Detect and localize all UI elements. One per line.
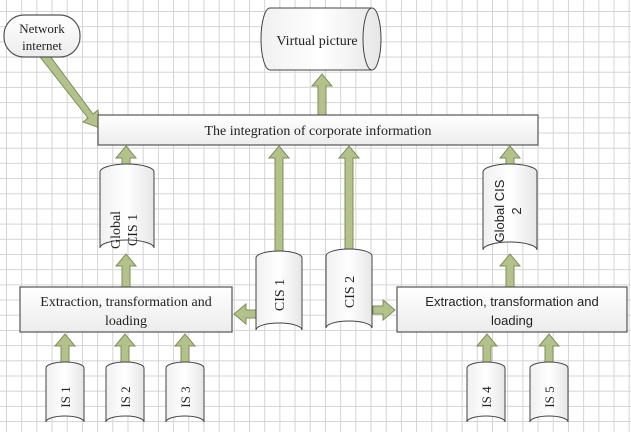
node-etl-right[interactable]: Extraction, transformation and loading	[396, 286, 628, 333]
etl-right-label-line1: Extraction, transformation and	[425, 294, 598, 309]
virtual-picture-label: Virtual picture	[276, 34, 357, 49]
etl-left-label-line1: Extraction, transformation and	[40, 295, 211, 310]
arrow-integration-to-virtual-picture	[310, 73, 334, 116]
arrow-cis1-to-etl-left	[233, 302, 257, 326]
arrow-is4-to-etl-right	[475, 333, 499, 365]
integration-label: The integration of corporate information	[204, 124, 431, 139]
node-is-3[interactable]: IS 3	[165, 361, 205, 423]
arrow-cis2-to-etl-right	[372, 298, 396, 322]
node-etl-left[interactable]: Extraction, transformation and loading	[19, 286, 233, 333]
is-4-label: IS 4	[479, 386, 494, 408]
arrow-cis1-to-integration	[267, 145, 291, 254]
arrow-etl-left-to-global-cis1	[114, 253, 138, 288]
cis-1-label: CIS 1	[273, 279, 288, 311]
node-is-4[interactable]: IS 4	[466, 361, 506, 423]
arrow-is2-to-etl-left	[113, 333, 137, 365]
node-global-cis-2[interactable]: Global CIS 2	[482, 163, 538, 251]
global-cis-1-label-line2: CIS 1	[126, 214, 141, 246]
network-label-line2: internet	[22, 38, 62, 53]
arrow-etl-right-to-global-cis2	[498, 253, 522, 288]
cis-2-label: CIS 2	[343, 276, 358, 308]
etl-right-label-line2: loading	[491, 313, 533, 328]
global-cis-2-label-line2: 2	[509, 207, 524, 214]
arrow-cis2-to-integration	[337, 145, 361, 251]
node-virtual-picture[interactable]: Virtual picture	[260, 7, 382, 71]
arrow-is1-to-etl-left	[53, 333, 77, 365]
node-cis-1[interactable]: CIS 1	[255, 250, 303, 331]
etl-left-label-line2: loading	[105, 314, 147, 329]
node-is-2[interactable]: IS 2	[105, 361, 145, 423]
arrow-is3-to-etl-left	[173, 333, 197, 365]
is-5-label: IS 5	[542, 386, 557, 407]
global-cis-1-label-line1: Global	[109, 211, 124, 249]
node-is-1[interactable]: IS 1	[45, 361, 85, 423]
node-network-internet[interactable]: Network internet	[3, 14, 81, 58]
node-is-5[interactable]: IS 5	[529, 361, 569, 423]
arrow-network-to-integration	[39, 51, 101, 129]
is-3-label: IS 3	[178, 386, 193, 407]
node-global-cis-1[interactable]: Global CIS 1	[99, 163, 155, 249]
node-cis-2[interactable]: CIS 2	[325, 248, 373, 329]
network-label-line1: Network	[19, 21, 65, 36]
is-2-label: IS 2	[118, 386, 133, 407]
is-1-label: IS 1	[58, 386, 73, 407]
global-cis-2-label-line1: Global CIS	[492, 179, 507, 242]
arrow-is5-to-etl-right	[537, 333, 561, 365]
node-integration[interactable]: The integration of corporate information	[97, 114, 539, 146]
